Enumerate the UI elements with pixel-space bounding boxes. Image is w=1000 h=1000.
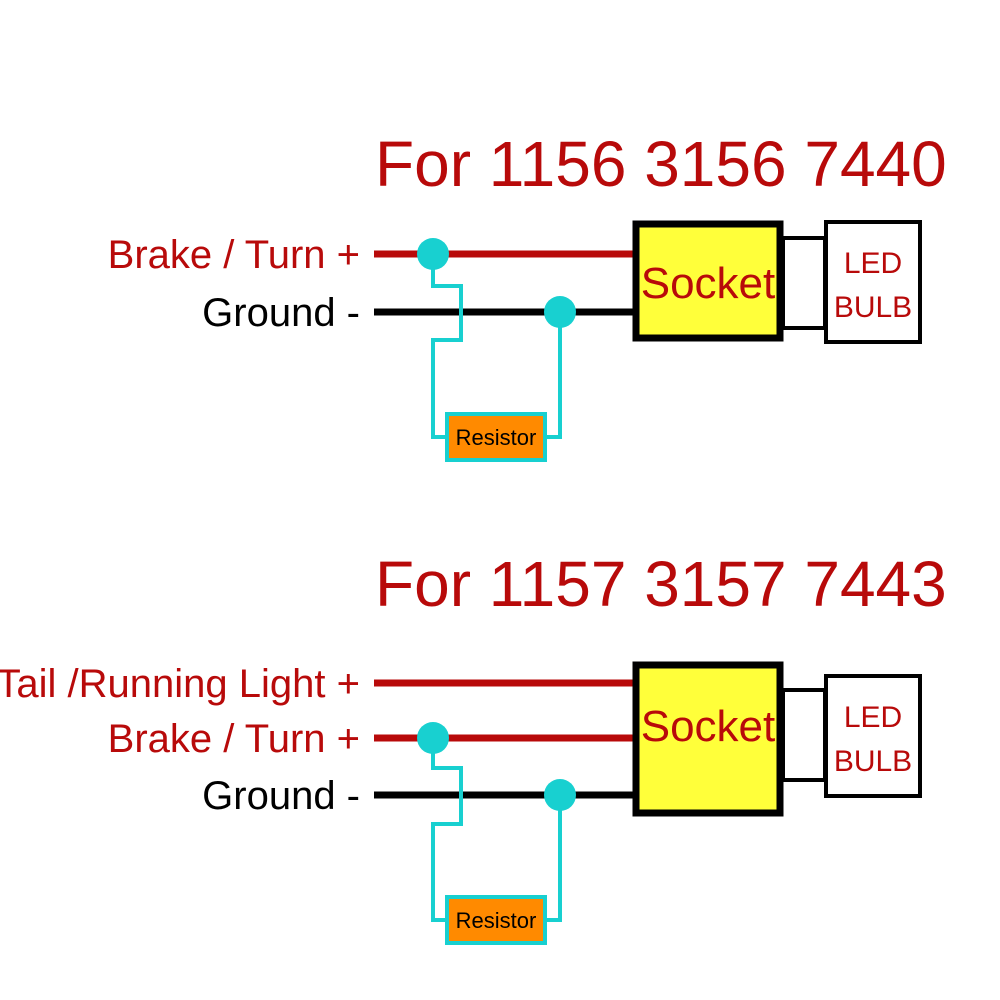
resistor <box>445 412 547 462</box>
socket-label: Socket <box>641 259 776 308</box>
socket-label: Socket <box>641 702 776 751</box>
resistor-lead-ground <box>545 312 562 439</box>
socket-bulb-connector <box>781 688 827 782</box>
led-bulb-label-line1: LED <box>844 701 902 734</box>
wire-label-ground: Ground - <box>202 291 360 335</box>
led-bulb-label-line1: LED <box>844 247 902 280</box>
diagram-bottom-title: For 1157 3157 7443 <box>375 548 947 620</box>
diagram-bottom: For 1157 3157 7443 Tail /Running Light +… <box>0 548 947 945</box>
splice-dot-ground <box>544 779 576 811</box>
led-bulb-label-line2: BULB <box>834 745 912 778</box>
diagram-top: For 1156 3156 7440 Brake / Turn + Ground… <box>108 128 947 462</box>
led-bulb <box>824 220 922 344</box>
wire-label-ground: Ground - <box>202 774 360 818</box>
socket <box>632 661 784 817</box>
resistor-label: Resistor <box>456 908 537 933</box>
wire-label-brake-turn: Brake / Turn + <box>108 233 360 277</box>
resistor-lead-positive <box>431 738 463 922</box>
splice-dot-ground <box>544 296 576 328</box>
socket <box>632 220 784 342</box>
resistor-label: Resistor <box>456 425 537 450</box>
wire-label-tail-running: Tail /Running Light + <box>0 662 360 706</box>
wire-label-brake-turn: Brake / Turn + <box>108 717 360 761</box>
led-bulb <box>824 674 922 798</box>
resistor-lead-ground <box>545 795 562 922</box>
led-bulb-label-line2: BULB <box>834 291 912 324</box>
socket-bulb-connector <box>781 236 827 330</box>
splice-dot-positive <box>417 238 449 270</box>
splice-dot-positive <box>417 722 449 754</box>
diagram-top-title: For 1156 3156 7440 <box>375 128 947 200</box>
resistor-lead-positive <box>431 254 463 439</box>
resistor <box>445 895 547 945</box>
